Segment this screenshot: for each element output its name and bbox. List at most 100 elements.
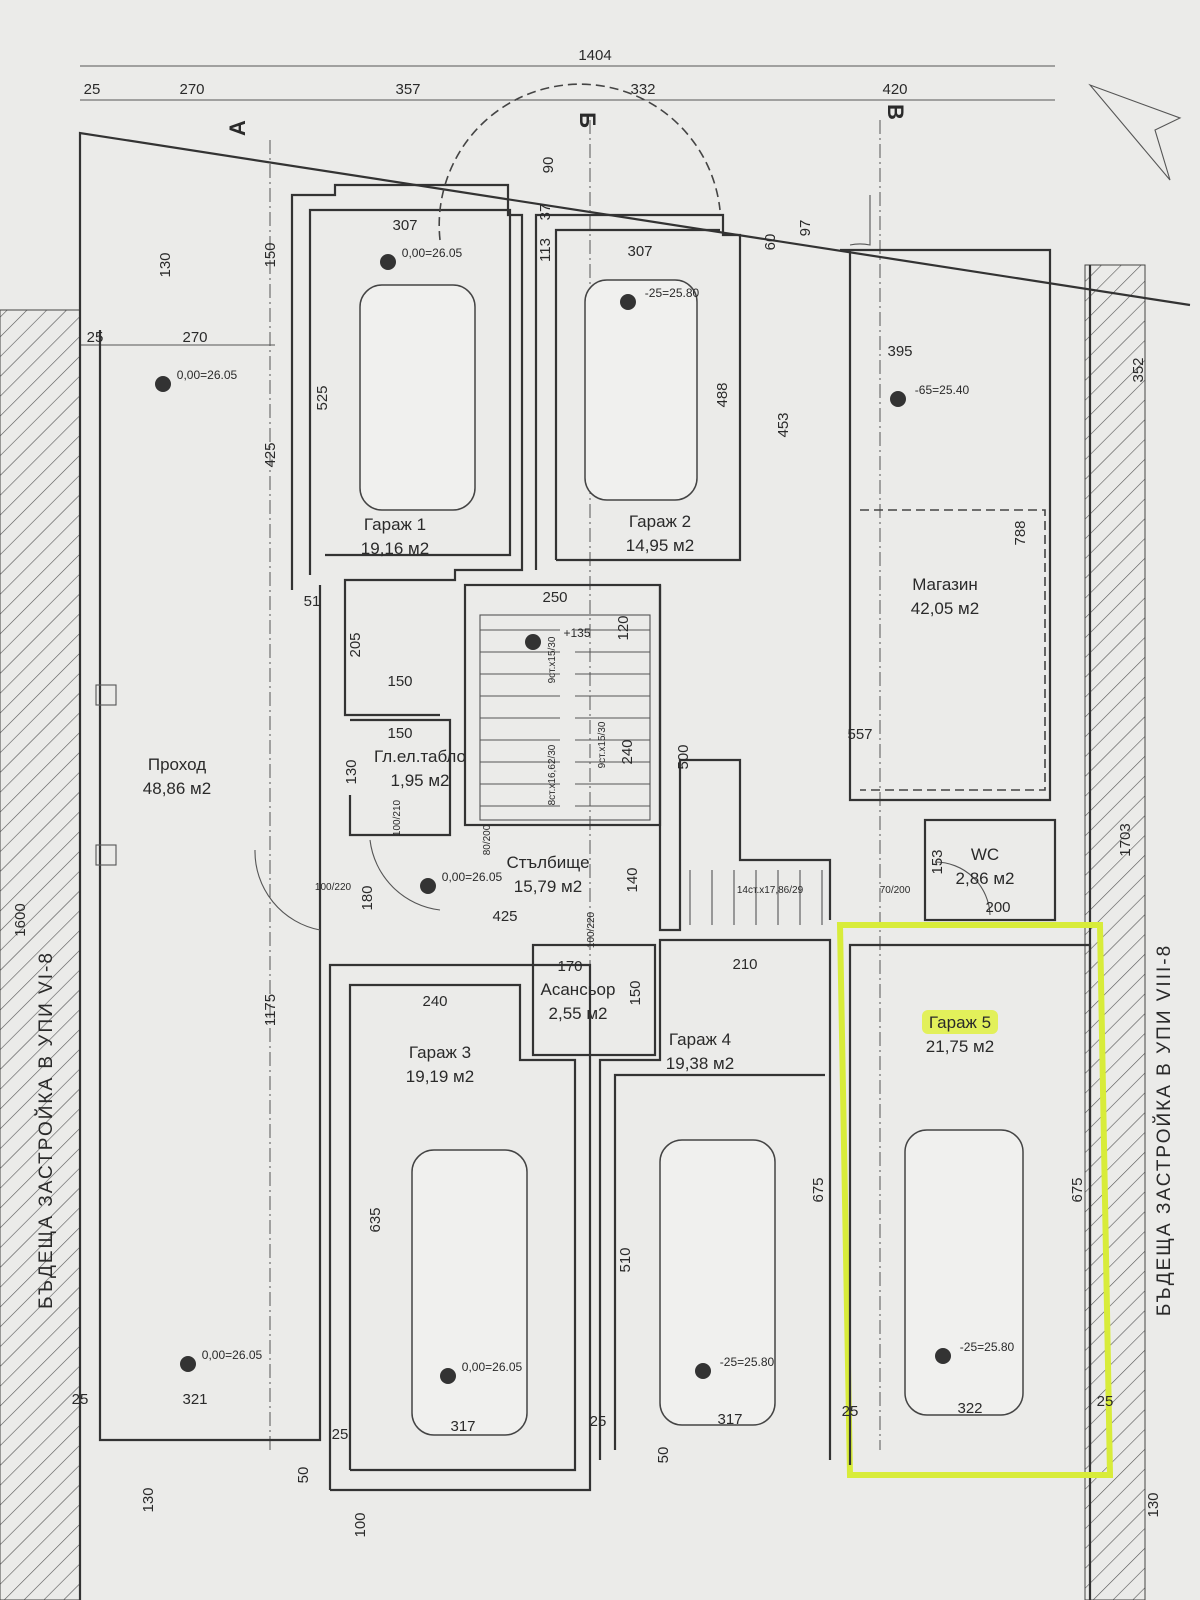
dimension-label: 357 (395, 81, 420, 98)
room-area: 14,95 м2 (626, 536, 694, 555)
dimension-label: 25 (84, 81, 101, 98)
dimension-label: 675 (810, 1177, 827, 1202)
dimension-label: 307 (392, 217, 417, 234)
dimension-label: 1175 (262, 994, 279, 1026)
elevation-label: 0,00=26.05 (177, 368, 238, 382)
elevation-marker-icon (440, 1368, 456, 1384)
room-name: Магазин (912, 575, 978, 594)
annotation-note: 100/220 (586, 911, 597, 948)
dimension-label: 788 (1012, 520, 1029, 545)
room-name: Гл.ел.табло (374, 747, 466, 766)
elevation-label: -25=25.80 (720, 1355, 775, 1369)
dimension-label: 1703 (1117, 823, 1134, 856)
dimension-label: 150 (262, 242, 279, 267)
room-name: Проход (148, 755, 206, 774)
dimension-label: 1404 (578, 47, 611, 64)
north-arrow-icon (1088, 83, 1182, 181)
dimension-label: 425 (492, 908, 517, 925)
room-area: 15,79 м2 (514, 877, 582, 896)
dimension-label: 500 (675, 744, 692, 769)
dimension-label: 395 (887, 343, 912, 360)
dimension-label: 675 (1069, 1177, 1086, 1202)
annotation-note: 9ст.x15/30 (547, 636, 558, 683)
elevation-marker-icon (155, 376, 171, 392)
dimension-label: 425 (262, 442, 279, 467)
annotation-note: 100/220 (315, 882, 352, 893)
dimension-label: 453 (775, 412, 792, 437)
dimension-label: 25 (1097, 1393, 1114, 1410)
room-area: 19,16 м2 (361, 539, 429, 558)
plan-geometry (0, 65, 1191, 1600)
elevation-marker-icon (380, 254, 396, 270)
dimension-label: 240 (422, 993, 447, 1010)
right-neighbour-hatch (1084, 264, 1146, 1600)
car-icon (359, 284, 476, 511)
dimension-label: 25 (590, 1413, 607, 1430)
elevation-marker-icon (935, 1348, 951, 1364)
room-area: 19,19 м2 (406, 1067, 474, 1086)
dimension-label: 1600 (12, 903, 29, 936)
dimension-label: 420 (882, 81, 907, 98)
dimension-label: 307 (627, 243, 652, 260)
elevation-label: 0,00=26.05 (202, 1348, 263, 1362)
dimension-label: 50 (295, 1467, 312, 1484)
dimension-label: 25 (842, 1403, 859, 1420)
dimension-label: 205 (347, 632, 364, 657)
dimension-label: 113 (537, 238, 554, 262)
annotation-note: 100/210 (392, 799, 403, 836)
elevation-marker-icon (180, 1356, 196, 1372)
room-name: Гараж 4 (669, 1030, 731, 1049)
elevation-marker-icon (890, 391, 906, 407)
dimension-label: 510 (617, 1247, 634, 1272)
dimension-label: 635 (367, 1207, 384, 1232)
dimension-label: 25 (72, 1391, 89, 1408)
car-icon (904, 1129, 1024, 1416)
dimension-label: 322 (957, 1400, 982, 1417)
elevation-label: -25=25.80 (645, 286, 700, 300)
dimension-label: 317 (717, 1411, 742, 1428)
room-name: Асансьор (541, 980, 616, 999)
dimension-label: 130 (140, 1487, 157, 1512)
left-side-label: БЪДЕЩА ЗАСТРОЙКА В УПИ VI-8 (35, 951, 57, 1309)
elevation-marker-icon (525, 634, 541, 650)
elevation-marker-icon (695, 1363, 711, 1379)
dimension-label: 25 (332, 1426, 349, 1443)
elevation-label: 0,00=26.05 (442, 870, 503, 884)
elevation-label: +135 (563, 626, 590, 640)
room-area: 1,95 м2 (391, 771, 450, 790)
section-mark: Б (575, 112, 600, 128)
dimension-label: 90 (540, 157, 557, 174)
room-area: 42,05 м2 (911, 599, 979, 618)
dimension-label: 130 (343, 759, 360, 784)
elevation-label: -65=25.40 (915, 383, 970, 397)
room-name: Гараж 3 (409, 1043, 471, 1062)
dimension-label: 170 (557, 958, 582, 975)
dimension-label: 200 (985, 899, 1010, 916)
dimension-label: 321 (182, 1391, 207, 1408)
room-label-highlight (922, 1010, 998, 1034)
elevation-label: -25=25.80 (960, 1340, 1015, 1354)
dimension-label: 100 (352, 1512, 369, 1537)
room-name: Гараж 5 (929, 1013, 991, 1032)
dimension-label: 250 (542, 589, 567, 606)
dimension-label: 270 (182, 329, 207, 346)
right-side-label: БЪДЕЩА ЗАСТРОЙКА В УПИ VIII-8 (1153, 944, 1175, 1316)
car-icon (659, 1139, 776, 1426)
annotation-note: 8ст.x16,62/30 (547, 744, 558, 805)
dimension-label: 97 (797, 220, 814, 237)
dimension-label: 51 (304, 593, 321, 610)
dimension-label: 150 (627, 980, 644, 1005)
room-name: Стълбище (506, 853, 589, 872)
dimension-label: 488 (714, 382, 731, 407)
dimension-label: 210 (732, 956, 757, 973)
car-icon (411, 1149, 528, 1436)
annotation-note: 70/200 (880, 885, 911, 896)
section-mark: В (883, 104, 908, 120)
dimension-label: 120 (615, 615, 632, 640)
elevation-marker-icon (420, 878, 436, 894)
section-mark: А (225, 120, 250, 136)
room-name: Гараж 2 (629, 512, 691, 531)
dimension-label: 130 (1145, 1492, 1162, 1517)
annotation-note: 80/200 (482, 824, 493, 855)
